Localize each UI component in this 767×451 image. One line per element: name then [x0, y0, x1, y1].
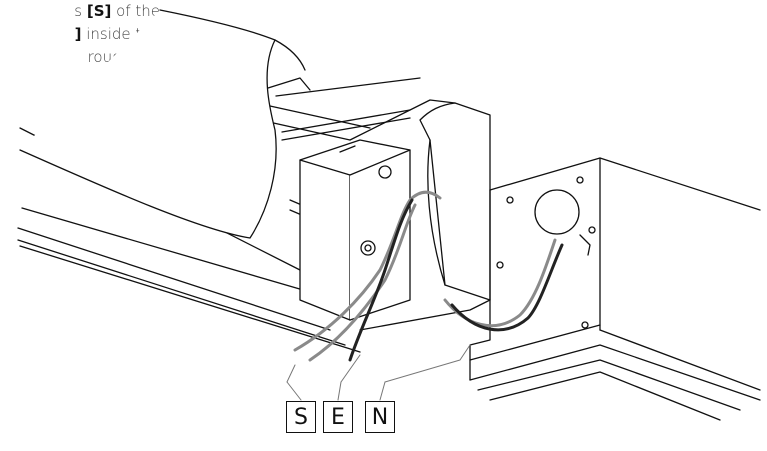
label-e-box: E	[323, 401, 353, 433]
leader-lines	[286, 344, 471, 401]
cable-bundle	[293, 190, 564, 362]
instruction-bold-ref: ]	[74, 25, 82, 43]
left-profile	[17, 105, 371, 353]
label-s-box: S	[286, 401, 316, 433]
instruction-bold-ref: [S]	[86, 2, 112, 20]
right-profile	[469, 157, 761, 421]
instruction-text-fragment: s	[74, 2, 87, 20]
cover-flap	[19, 9, 306, 239]
bracket-plate	[349, 99, 491, 331]
instruction-line-1: s [S] of the	[0, 0, 160, 23]
label-n-box: N	[365, 401, 395, 433]
end-cap-left	[299, 139, 411, 321]
instruction-text-fragment: of the	[111, 2, 160, 20]
